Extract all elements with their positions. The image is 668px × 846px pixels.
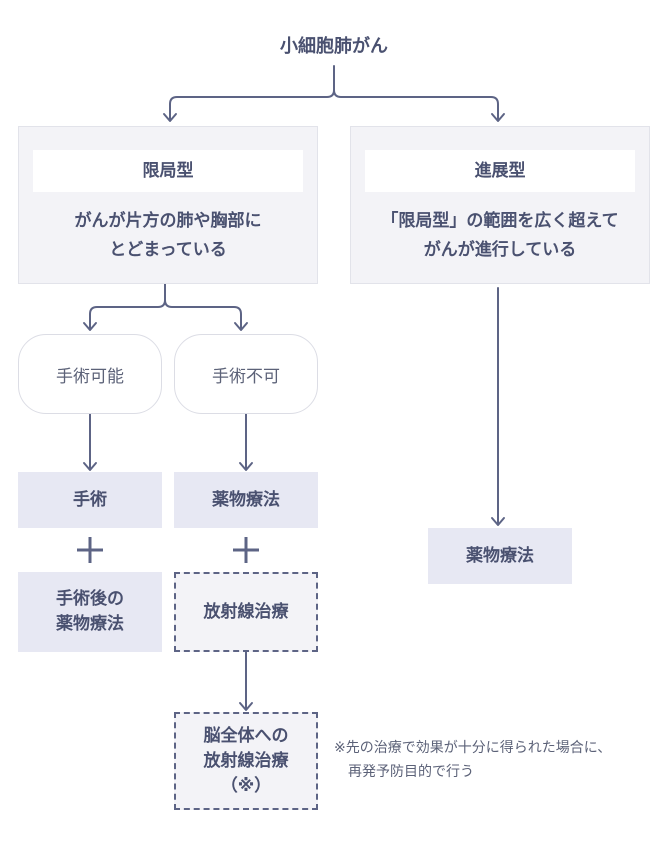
inoperable-node: 手術不可 [174,334,318,414]
limited-stage-panel: 限局型 がんが片方の肺や胸部に とどまっている [18,126,318,284]
extensive-drug-therapy-box: 薬物療法 [428,528,572,584]
limited-stage-description: がんが片方の肺や胸部に とどまっている [74,211,262,260]
extensive-stage-description: 「限局型」の範囲を広く超えて がんが進行している [381,211,619,260]
diagram-title: 小細胞肺がん [280,36,388,57]
footnote: ※先の治療で効果が十分に得られた場合に、 再発予防目的で行う [334,740,612,780]
postop-drug-therapy-box: 手術後の 薬物療法 [18,572,162,652]
plus-icon [231,535,261,565]
drug-therapy-box: 薬物療法 [174,472,318,528]
plus-icon [75,535,105,565]
radiation-therapy-box: 放射線治療 [174,572,318,652]
extensive-stage-panel: 進展型 「限局型」の範囲を広く超えて がんが進行している [350,126,650,284]
limited-stage-heading: 限局型 [33,150,303,192]
operable-node: 手術可能 [18,334,162,414]
surgery-box: 手術 [18,472,162,528]
extensive-stage-heading: 進展型 [365,150,635,192]
brain-radiation-box: 脳全体への 放射線治療 （※） [174,712,318,810]
